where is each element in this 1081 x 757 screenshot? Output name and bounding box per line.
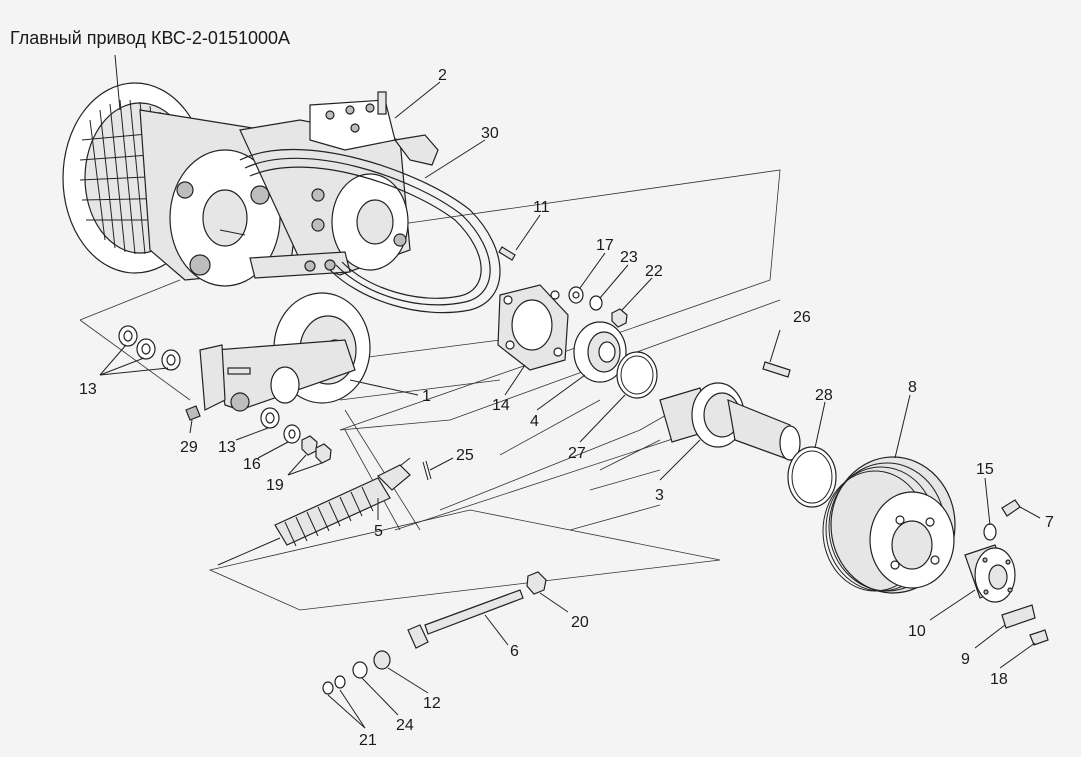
part-10-hub-flange (964, 544, 1016, 603)
callout-30: 30 (481, 125, 499, 142)
part-12-bushing (373, 650, 391, 670)
part-4-bearing (573, 321, 627, 383)
part-6-long-bolt (407, 589, 524, 649)
leader-lines (99, 54, 1041, 729)
part-17-washer (568, 286, 584, 304)
part-15-washer (983, 523, 997, 541)
callout-1: 1 (422, 388, 431, 405)
part-13-washers (118, 325, 280, 429)
callout-16: 16 (243, 456, 261, 473)
callout-21: 21 (359, 732, 377, 749)
part-23-washer (589, 295, 603, 311)
callout-17: 17 (596, 237, 614, 254)
part-30-v-belt (239, 148, 501, 314)
callout-19: 19 (266, 477, 284, 494)
part-25-cotter-pin (422, 460, 432, 481)
part-18-bolt (1029, 629, 1049, 646)
part-27-snap-ring (616, 351, 658, 399)
part-9-lock-plate (1001, 604, 1036, 629)
callout-26: 26 (793, 309, 811, 326)
callout-7: 7 (1045, 514, 1054, 531)
part-22-nut (611, 308, 628, 328)
part-21-washer-nut (322, 675, 346, 695)
diagram-title: Главный привод КВС-2-0151000А (10, 28, 291, 48)
part-26-key (762, 361, 791, 378)
part-19-nuts (301, 435, 332, 464)
part-24-washer (352, 661, 368, 679)
callout-4: 4 (530, 413, 539, 430)
part-5-tension-spring (217, 457, 411, 566)
part-11-pin (498, 246, 516, 261)
callout-23: 23 (620, 249, 638, 266)
callout-28: 28 (815, 387, 833, 404)
callout-20: 20 (571, 614, 589, 631)
part-1-tensioner-arm (199, 292, 371, 412)
callout-22: 22 (645, 263, 663, 280)
callout-29: 29 (180, 439, 198, 456)
callout-13-upper: 13 (79, 381, 97, 398)
callout-24: 24 (396, 717, 414, 734)
callout-8: 8 (908, 379, 917, 396)
callout-labels: 2 30 11 17 23 22 26 8 28 13 1 14 4 29 13… (79, 67, 1054, 749)
part-20-nut (526, 571, 547, 595)
part-2-main-gearbox-assembly (62, 82, 439, 287)
callout-6: 6 (510, 643, 519, 660)
callout-25: 25 (456, 447, 474, 464)
part-28-retaining-ring (787, 446, 837, 508)
part-16-washer (283, 424, 301, 444)
callout-18: 18 (990, 671, 1008, 688)
part-7-grease-fitting (1001, 499, 1021, 517)
callout-3: 3 (655, 487, 664, 504)
callout-2: 2 (438, 67, 447, 84)
callout-14: 14 (492, 397, 510, 414)
callout-12: 12 (423, 695, 441, 712)
callout-5: 5 (374, 523, 383, 540)
callout-15: 15 (976, 461, 994, 478)
part-8-drive-pulley (822, 456, 956, 594)
part-29-grease-nipple (185, 405, 201, 421)
callout-10: 10 (908, 623, 926, 640)
callout-11: 11 (533, 199, 550, 216)
callout-13-lower: 13 (218, 439, 236, 456)
part-3-drive-shaft (659, 382, 801, 461)
part-14-flange-gasket (497, 284, 569, 371)
assembly-guide-lines (79, 169, 781, 611)
callout-9: 9 (961, 651, 970, 668)
callout-27: 27 (568, 445, 586, 462)
